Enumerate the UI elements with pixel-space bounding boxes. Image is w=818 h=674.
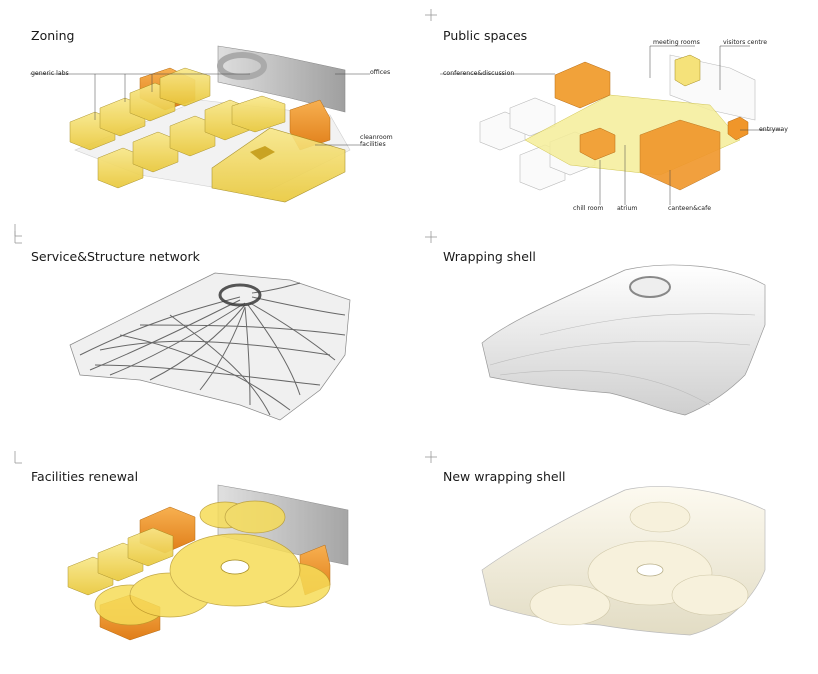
label-conference: conference&discussion <box>443 70 515 77</box>
panel-title: Zoning <box>31 28 75 43</box>
panel-title: Facilities renewal <box>31 469 139 484</box>
label-visitors-centre: visitors centre <box>723 39 768 46</box>
shell-seams <box>489 313 756 406</box>
new-wrapping-shell-diagram <box>425 451 766 636</box>
cleanroom-void <box>250 146 275 160</box>
public-spaces-diagram <box>425 9 782 205</box>
panel-title: New wrapping shell <box>443 469 566 484</box>
meeting-rooms-block <box>674 54 701 87</box>
lab-blocks <box>67 527 174 596</box>
facilities-renewal-diagram <box>14 451 349 641</box>
offices-block <box>217 45 346 113</box>
label-meeting-rooms: meeting rooms <box>653 39 700 46</box>
panel-service-structure: Service&Structure network <box>0 225 400 445</box>
panel-public-spaces: Public spaces <box>410 0 810 220</box>
cleanroom-block <box>211 127 346 203</box>
central-void <box>220 559 250 575</box>
ring-structure <box>629 276 671 298</box>
label-atrium: atrium <box>617 205 638 212</box>
generic-labs-blocks <box>69 67 286 189</box>
canteen-block <box>639 119 721 191</box>
panel-title: Service&Structure network <box>31 249 200 264</box>
panel-title: Wrapping shell <box>443 249 536 264</box>
wrapping-shell-diagram <box>425 231 766 416</box>
label-cleanroom: cleanroom <box>360 134 393 141</box>
label-entryway: entryway <box>759 126 788 133</box>
ring-structure <box>217 52 267 80</box>
label-generic-labs: generic labs <box>31 70 69 77</box>
label-facilities: facilities <box>360 141 386 148</box>
label-canteen: canteen&cafe <box>668 205 712 212</box>
service-lines <box>79 282 346 416</box>
label-offices: offices <box>370 69 391 76</box>
central-void <box>636 563 664 577</box>
ring-structure <box>218 283 262 307</box>
zoning-diagram <box>14 45 370 237</box>
panel-facilities-renewal: Facilities renewal <box>0 445 400 665</box>
chill-room <box>579 127 616 161</box>
label-chill-room: chill room <box>573 205 604 212</box>
panel-new-wrapping-shell: New wrapping shell <box>410 445 810 665</box>
panel-title: Public spaces <box>443 28 528 43</box>
panel-zoning: Zoning <box>0 0 400 237</box>
service-network-diagram <box>14 231 351 421</box>
entryway-block <box>727 116 749 141</box>
panel-wrapping-shell: Wrapping shell <box>410 225 810 445</box>
conference-room <box>554 61 611 109</box>
shell-volume <box>481 264 766 416</box>
